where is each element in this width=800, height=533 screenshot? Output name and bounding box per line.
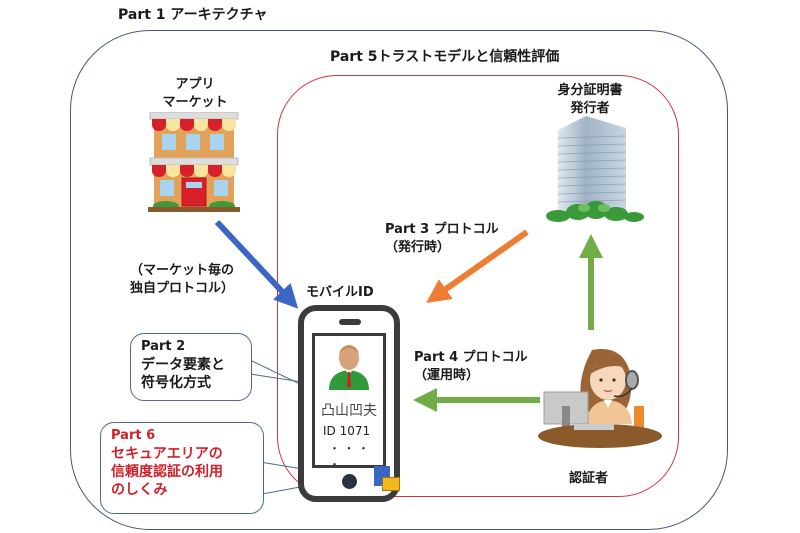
part4-protocol-line1: Part 4 プロトコル	[414, 350, 528, 365]
part1-title: Part 1 アーキテクチャ	[118, 7, 268, 23]
issuer-building-icon	[546, 116, 644, 222]
mobile-id-number: ID 1071	[323, 424, 371, 438]
market-protocol-label: （マーケット毎の 独自プロトコル）	[130, 262, 234, 298]
part5-title: Part 5トラストモデルと信頼性評価	[330, 49, 560, 65]
part2-connector	[249, 359, 305, 387]
phone-home-button	[342, 474, 357, 489]
part6-callout: Part 6 セキュアエリアの 信頼度認証の利用 のしくみ	[100, 422, 264, 514]
part6-callout-line4: のしくみ	[111, 482, 168, 498]
app-market-label-line1: アプリ	[175, 77, 215, 92]
mobile-id-more: ・ ・ ・ ・	[329, 442, 369, 471]
part1-architecture-region	[70, 30, 728, 530]
issuer-to-mobile-arrow	[426, 229, 529, 303]
part2-callout-line3: 符号化方式	[141, 375, 211, 391]
verifier-label: 認証者	[569, 471, 609, 486]
app-market-label: アプリ マーケット	[150, 76, 240, 112]
part2-callout: Part 2 データ要素と 符号化方式	[130, 333, 252, 401]
part2-callout-line1: Part 2	[141, 339, 186, 354]
part6-callout-line2: セキュアエリアの	[111, 446, 223, 462]
part3-protocol-line2: （発行時）	[385, 240, 451, 255]
mobile-id-title: モバイルID	[306, 285, 374, 300]
part4-protocol-label: Part 4 プロトコル （運用時）	[414, 349, 528, 385]
phone-screen: 凸山凹夫 ID 1071 ・ ・ ・ ・	[312, 333, 386, 471]
verifier-operator-icon	[538, 348, 662, 448]
part3-protocol-line1: Part 3 プロトコル	[385, 222, 499, 237]
issuer-label-line1: 身分証明書	[557, 83, 623, 98]
part2-callout-line2: データ要素と	[141, 357, 225, 373]
mobile-id-holder-name: 凸山凹夫	[321, 403, 377, 419]
part6-callout-line1: Part 6	[111, 428, 156, 443]
issuer-label-line2: 発行者	[570, 101, 610, 116]
part6-callout-line3: 信頼度認証の利用	[111, 464, 223, 480]
mobile-phone: 凸山凹夫 ID 1071 ・ ・ ・ ・	[298, 305, 400, 502]
secure-element-icon	[382, 477, 400, 491]
market-protocol-line2: 独自プロトコル）	[130, 281, 235, 296]
market-protocol-line1: （マーケット毎の	[130, 263, 235, 278]
phone-speaker	[339, 319, 361, 325]
part3-protocol-label: Part 3 プロトコル （発行時）	[385, 221, 499, 257]
part4-protocol-line2: （運用時）	[414, 368, 480, 383]
user-avatar-icon	[329, 345, 369, 390]
market-to-mobile-arrow	[214, 219, 299, 309]
app-market-label-line2: マーケット	[162, 95, 228, 110]
issuer-label: 身分証明書 発行者	[548, 82, 632, 118]
app-market-store-icon	[148, 112, 240, 212]
